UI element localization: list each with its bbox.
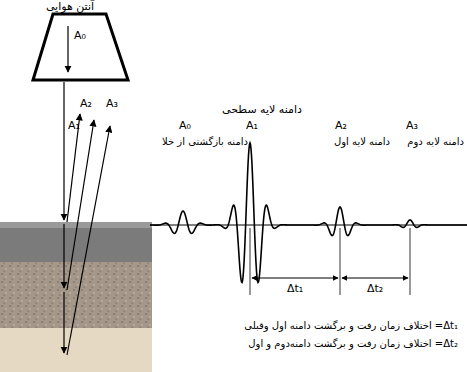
dt1-arrow bbox=[252, 278, 338, 279]
ray-a2 bbox=[67, 120, 94, 290]
antenna bbox=[33, 14, 128, 80]
peak-label: A₁ bbox=[246, 120, 258, 133]
surface-layer bbox=[0, 222, 152, 262]
peak-caption: دامنه بازگشتی از خلا bbox=[162, 136, 248, 148]
ray-label: A₂ bbox=[80, 98, 92, 111]
ray-a1 bbox=[67, 114, 80, 222]
tick bbox=[250, 228, 251, 295]
ray-label: A₁ bbox=[68, 120, 80, 133]
ray-down bbox=[63, 224, 64, 288]
ray-label: A₀ bbox=[74, 30, 86, 43]
peak-label: A₀ bbox=[179, 120, 191, 133]
antenna-label: آنتن هوایی bbox=[46, 1, 94, 14]
peak-caption: دامنه لایه دوم bbox=[407, 136, 464, 148]
ray-down bbox=[63, 82, 64, 220]
note: Δt₂= اختلاف زمان رفت و برگشت دامنه‌دوم و… bbox=[248, 338, 458, 350]
interval-label: Δt₂ bbox=[367, 283, 383, 296]
peak-caption: دامنه لایه اول bbox=[334, 136, 390, 148]
second-layer bbox=[0, 328, 152, 372]
radar-trace bbox=[150, 143, 467, 283]
peak-label: A₃ bbox=[406, 120, 418, 133]
surface-top bbox=[0, 222, 152, 228]
dt2-arrow bbox=[342, 278, 408, 279]
tick bbox=[340, 228, 341, 295]
ray-label: A₃ bbox=[106, 98, 118, 111]
ray-a0 bbox=[67, 26, 68, 72]
ray-a3 bbox=[67, 126, 110, 355]
interval-label: Δt₁ bbox=[287, 283, 303, 296]
peak-caption: دامنه لایه سطحی bbox=[222, 104, 302, 117]
first-layer bbox=[0, 262, 152, 328]
note: Δt₁= اختلاف زمان رفت و برگشت دامنه اول و… bbox=[244, 320, 458, 332]
ray-down bbox=[63, 292, 64, 353]
tick bbox=[410, 228, 411, 295]
peak-label: A₂ bbox=[335, 120, 347, 133]
